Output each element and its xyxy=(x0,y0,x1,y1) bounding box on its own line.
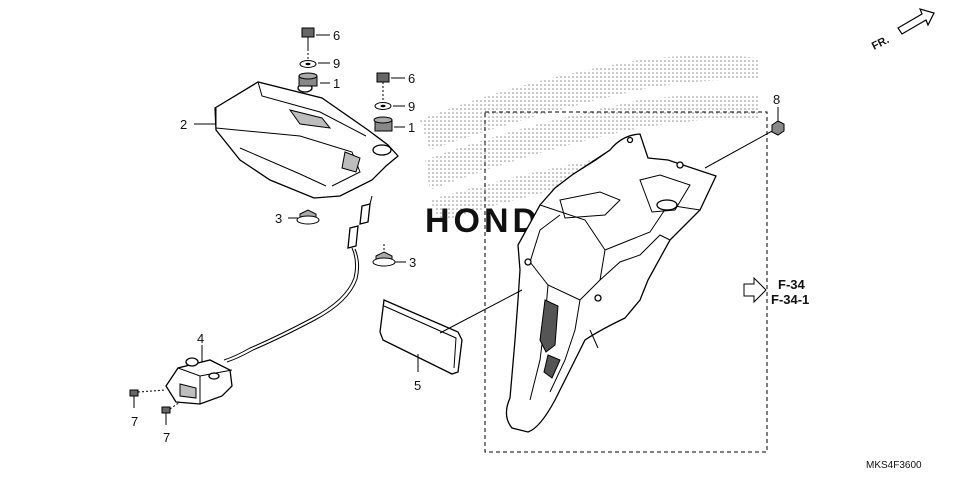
section-reference: F-34 F-34-1 xyxy=(743,276,809,307)
front-direction-indicator: FR. xyxy=(870,8,935,53)
tail-light: 2 xyxy=(180,81,399,199)
callout-5: 5 xyxy=(414,378,421,393)
callout-1-left: 1 xyxy=(333,76,340,91)
callout-7-upper: 7 xyxy=(131,414,138,429)
mount-nut-right: 3 xyxy=(372,244,416,270)
screw-upper: 7 xyxy=(129,389,167,429)
callout-3-right: 3 xyxy=(409,255,416,270)
callout-6-left: 6 xyxy=(333,28,340,43)
callout-4: 4 xyxy=(197,331,204,346)
bolt-6-right xyxy=(376,72,390,83)
callout-7-lower: 7 xyxy=(163,430,170,445)
front-label: FR. xyxy=(870,34,891,53)
callout-2: 2 xyxy=(180,117,187,132)
reference-f34: F-34 xyxy=(778,277,806,292)
license-light: 4 xyxy=(165,331,233,405)
rear-fender xyxy=(505,133,717,433)
front-arrow-icon xyxy=(897,8,935,35)
screw-lower: 7 xyxy=(161,401,181,445)
tail-light-fastener-stack: 6 9 1 xyxy=(298,27,340,91)
reflector: 5 xyxy=(379,289,523,393)
bolt-6 xyxy=(301,27,315,38)
mount-nut-left: 3 xyxy=(275,209,320,226)
callout-9-right: 9 xyxy=(408,99,415,114)
callout-9-left: 9 xyxy=(333,56,340,71)
callout-8: 8 xyxy=(773,92,780,107)
rear-fender-assembly-box xyxy=(484,111,768,453)
reference-arrow-icon xyxy=(743,276,767,304)
fender-nut: 8 xyxy=(771,92,785,136)
callout-3-left: 3 xyxy=(275,211,282,226)
callout-1-right: 1 xyxy=(408,120,415,135)
fender-fastener-stack: 6 9 1 xyxy=(373,71,415,135)
callout-6-right: 6 xyxy=(408,71,415,86)
reference-f34-1: F-34-1 xyxy=(771,292,809,307)
drawing-code: MKS4F3600 xyxy=(866,460,922,471)
wiring-harness xyxy=(223,195,373,363)
